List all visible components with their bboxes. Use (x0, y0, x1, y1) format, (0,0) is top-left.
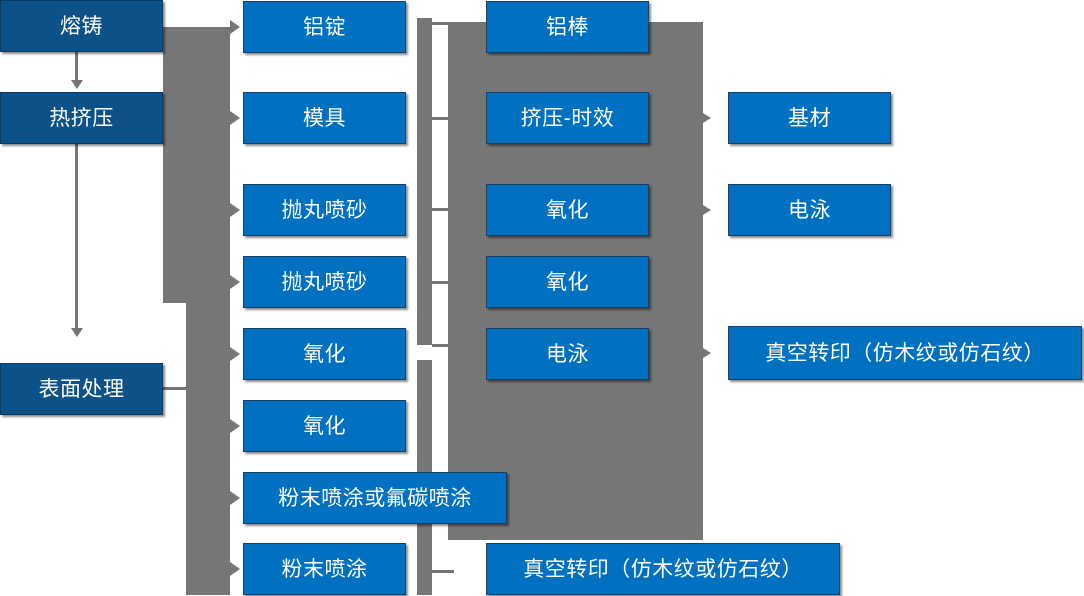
stage-melting-to-extrude-arrow (71, 80, 83, 89)
arrow-to-ed-right (703, 205, 711, 215)
process-node-label: 氧化 (303, 342, 346, 366)
process-node-label: 真空转印（仿木纹或仿石纹） (523, 557, 803, 581)
mid-stub-vacuum (432, 570, 454, 573)
mid-stub-anodize2 (432, 281, 454, 284)
c2-powder[interactable]: 粉末喷涂 (243, 543, 406, 595)
arrow-to-vacuum-right (703, 348, 711, 358)
stage-surface[interactable]: 表面处理 (0, 363, 163, 415)
left-connector-band-upper (163, 27, 230, 303)
stage-melting[interactable]: 熔铸 (0, 0, 163, 52)
c3-extr-age[interactable]: 挤压-时效 (486, 92, 649, 144)
stage-node-label: 熔铸 (60, 14, 103, 38)
process-node-label: 电泳 (546, 342, 589, 366)
process-node-label: 氧化 (303, 414, 346, 438)
c2-anodize1[interactable]: 氧化 (243, 328, 406, 380)
process-node-label: 铝棒 (546, 15, 589, 39)
process-node-label: 铝锭 (303, 15, 346, 39)
stage-surface-link (163, 387, 188, 390)
c2-anodize2[interactable]: 氧化 (243, 400, 406, 452)
mid-stub-billet (432, 22, 454, 25)
stage-extrude[interactable]: 热挤压 (0, 92, 163, 144)
c3-billet[interactable]: 铝棒 (486, 1, 649, 53)
process-node-label: 粉末喷涂 (281, 557, 368, 581)
c4-substrate[interactable]: 基材 (728, 92, 891, 144)
process-node-label: 抛丸喷砂 (281, 198, 368, 222)
stage-extrude-to-surface-arrow (71, 328, 83, 337)
process-node-label: 粉末喷涂或氟碳喷涂 (278, 486, 472, 510)
c3-anodize1[interactable]: 氧化 (486, 184, 649, 236)
process-node-label: 挤压-时效 (520, 106, 615, 130)
c4-vacuum[interactable]: 真空转印（仿木纹或仿石纹） (728, 326, 1082, 380)
arrow-to-substrate (703, 113, 711, 123)
c3-anodize2[interactable]: 氧化 (486, 256, 649, 308)
c2-ingot[interactable]: 铝锭 (243, 1, 406, 53)
c3-vacuum[interactable]: 真空转印（仿木纹或仿石纹） (486, 543, 840, 595)
c2-shotblast2[interactable]: 抛丸喷砂 (243, 256, 406, 308)
process-node-label: 电泳 (788, 198, 831, 222)
process-node-label: 抛丸喷砂 (281, 270, 368, 294)
process-node-label: 氧化 (546, 270, 589, 294)
stage-node-label: 热挤压 (49, 106, 114, 130)
c2-powder-fc[interactable]: 粉末喷涂或氟碳喷涂 (243, 472, 507, 524)
process-node-label: 真空转印（仿木纹或仿石纹） (765, 341, 1045, 365)
arrow-to-anodize1 (230, 347, 240, 361)
left-connector-band-lower (186, 303, 230, 595)
arrow-to-shotblast1 (230, 203, 240, 217)
arrow-to-die (230, 111, 240, 125)
mid-stub-extrage (432, 117, 454, 120)
stage-melting-to-extrude-link (75, 52, 78, 82)
process-node-label: 模具 (303, 106, 346, 130)
arrow-to-ingot (230, 20, 240, 34)
mid-connector-bar-upper (417, 18, 432, 345)
arrow-to-anodize2 (230, 419, 240, 433)
c3-ed[interactable]: 电泳 (486, 328, 649, 380)
c2-die[interactable]: 模具 (243, 92, 406, 144)
c2-shotblast1[interactable]: 抛丸喷砂 (243, 184, 406, 236)
c4-ed[interactable]: 电泳 (728, 184, 891, 236)
mid-stub-ed (432, 344, 454, 347)
mid-stub-anodize1 (432, 208, 454, 211)
arrow-to-powder (230, 562, 240, 576)
arrow-to-shotblast2 (230, 275, 240, 289)
stage-node-label: 表面处理 (38, 377, 125, 401)
stage-extrude-to-surface-link (75, 144, 78, 330)
arrow-to-powder-fc (230, 491, 240, 505)
process-node-label: 氧化 (546, 198, 589, 222)
process-node-label: 基材 (788, 106, 831, 130)
